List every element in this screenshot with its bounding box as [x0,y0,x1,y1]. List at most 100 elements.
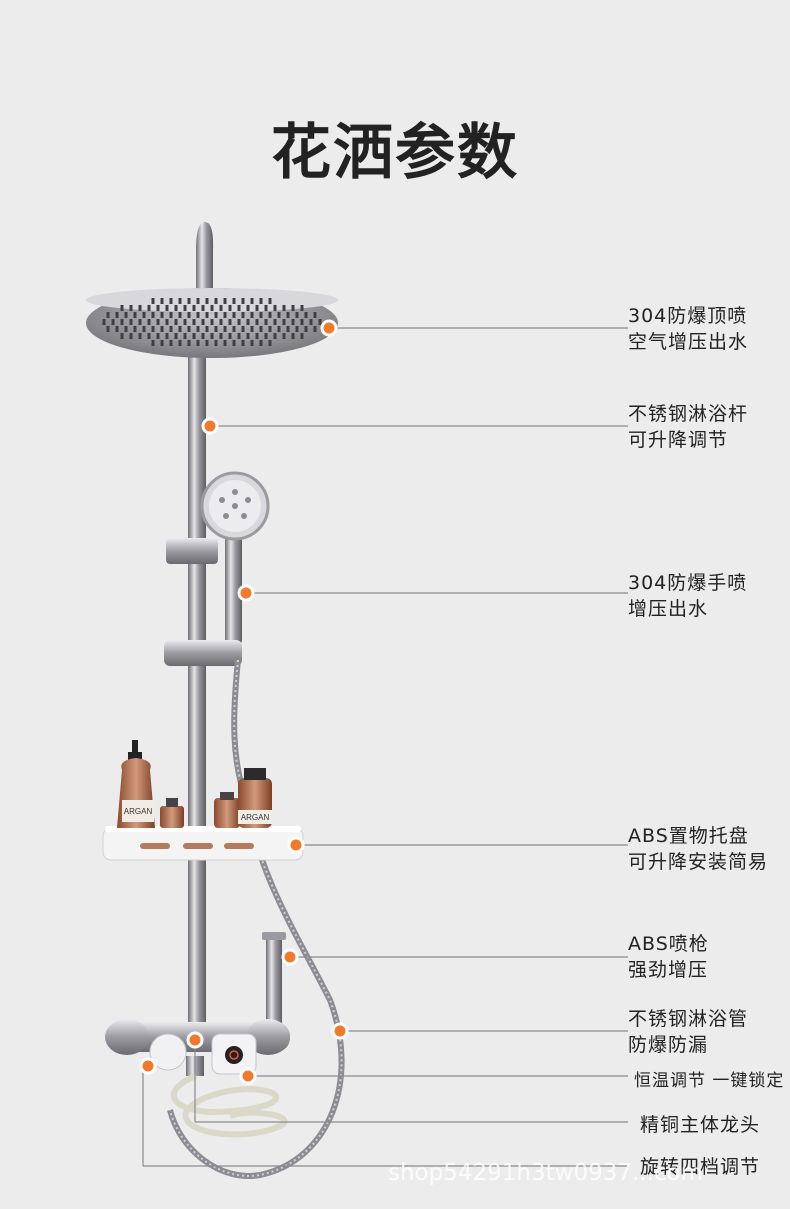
label-faucet-body: 精铜主体龙头 [640,1112,760,1138]
nozzle [219,333,223,339]
nozzle [223,340,227,346]
label-rod: 不锈钢淋浴杆 可升降调节 [628,401,748,453]
nozzle [205,340,209,346]
nozzle [232,340,236,346]
nozzle [147,333,151,339]
nozzle [264,305,268,311]
shower-rod [188,340,206,1040]
nozzle [151,326,155,332]
nozzle [129,305,133,311]
slide-bracket [164,640,242,666]
nozzle [115,312,119,318]
nozzle [174,333,178,339]
coiled-hose [170,1073,288,1138]
spray-gun [266,935,282,1030]
nozzle [264,319,268,325]
nozzle [142,312,146,318]
label-hose-line2: 防爆防漏 [628,1034,709,1056]
nozzle [286,326,290,332]
nozzle [309,319,313,325]
nozzle [241,340,245,346]
nozzle [313,312,317,318]
label-spray-gun: ABS喷枪 强劲增压 [628,931,709,983]
nozzle [223,298,227,304]
nozzle [255,319,259,325]
label-spray-gun-line2: 强劲增压 [628,959,709,981]
nozzle [246,333,250,339]
marker-8 [186,1031,204,1049]
nozzle [187,326,191,332]
nozzle [178,340,182,346]
nozzle [156,305,160,311]
label-tray: ABS置物托盘 可升降安装简易 [628,823,768,875]
label-top-spray: 304防爆顶喷 空气增压出水 [628,303,748,355]
nozzle [232,326,236,332]
nozzle [259,326,263,332]
nozzle [169,298,173,304]
nozzle [264,333,268,339]
overhead-arm [196,222,214,300]
nozzle [304,312,308,318]
nozzle [241,312,245,318]
label-thermostat: 恒温调节 一键锁定 [634,1068,784,1094]
nozzle [169,312,173,318]
nozzle [219,319,223,325]
nozzle [214,298,218,304]
nozzle [291,319,295,325]
label-faucet-body-line1: 精铜主体龙头 [640,1114,761,1136]
nozzle [120,319,124,325]
nozzle [192,333,196,339]
nozzle [232,298,236,304]
nozzle [300,319,304,325]
nozzle [241,298,245,304]
nozzle [178,312,182,318]
bottle-label-2: ARGAN [241,813,270,822]
nozzle [282,305,286,311]
nozzle [120,333,124,339]
nozzle [277,326,281,332]
nozzle [196,340,200,346]
nozzle [250,340,254,346]
nozzle [196,326,200,332]
nozzle [138,333,142,339]
nozzle [205,298,209,304]
nozzle [124,326,128,332]
nozzle [165,319,169,325]
nozzle [151,340,155,346]
nozzle [300,305,304,311]
nozzle [291,333,295,339]
nozzle [183,319,187,325]
nozzle [223,326,227,332]
nozzle [273,319,277,325]
nozzle [138,305,142,311]
nozzle [295,312,299,318]
nozzle [214,312,218,318]
label-spray-gun-line1: ABS喷枪 [628,933,709,955]
nozzle [129,319,133,325]
nozzle [277,312,281,318]
nozzle [300,333,304,339]
nozzle [201,305,205,311]
nozzle [291,305,295,311]
label-tray-line1: ABS置物托盘 [628,825,749,847]
nozzle [111,319,115,325]
nozzle [241,326,245,332]
nozzle [187,312,191,318]
nozzle [160,340,164,346]
label-hand-shower-line1: 304防爆手喷 [628,572,748,594]
watermark: shop54291h3tw0937...com [388,1160,704,1186]
nozzle [106,326,110,332]
nozzle [133,312,137,318]
nozzle [295,326,299,332]
nozzle [259,298,263,304]
marker-2 [201,417,219,435]
nozzle [196,298,200,304]
marker-6 [331,1022,349,1040]
label-top-spray-line1: 304防爆顶喷 [628,305,748,327]
nozzle [259,312,263,318]
label-hose-line1: 不锈钢淋浴管 [628,1008,749,1030]
label-top-spray-line2: 空气增压出水 [628,331,749,353]
nozzle [192,305,196,311]
nozzle [313,326,317,332]
leader-lines [142,327,628,1167]
